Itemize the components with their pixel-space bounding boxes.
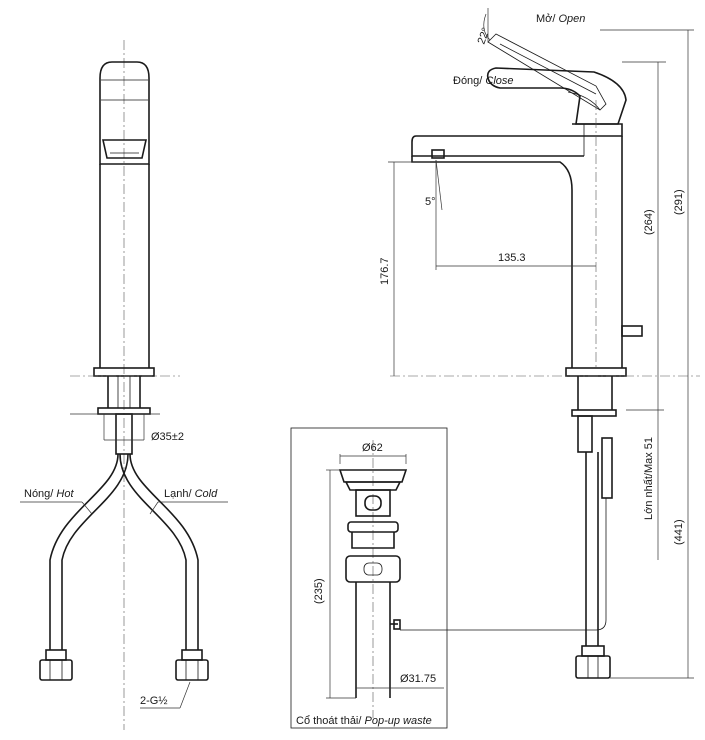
lever-open-line <box>499 43 597 95</box>
lever-open <box>487 33 607 111</box>
waste-cap <box>338 469 408 483</box>
hot-label: Nóng/ Hot <box>24 488 74 500</box>
aerator-tip <box>431 149 445 159</box>
fitting-cold-nut <box>175 659 209 681</box>
waste-length-label: (235) <box>313 578 325 604</box>
waste-nut-window <box>363 562 383 576</box>
fitting-hot-neck <box>45 649 67 661</box>
popup-rod-clamp <box>601 437 613 499</box>
spout-bottom <box>411 156 573 368</box>
reach-label: 135.3 <box>498 252 526 264</box>
thread-leader <box>179 681 191 709</box>
cold-label: Lạnh/ Cold <box>164 488 218 500</box>
side-view: 22° Mở/ Open Đóng/ Close <box>379 8 700 679</box>
angle-spout-line <box>435 159 443 211</box>
spout-top <box>411 123 623 157</box>
hose-hot-inner <box>61 453 129 650</box>
front-view: Ø35±2 Nóng/ Hot Lạnh/ Cold 2-G½ <box>20 40 228 730</box>
angle-spout-label: 5° <box>425 196 436 208</box>
waste-frame <box>290 427 448 729</box>
popup-knob <box>621 325 643 337</box>
hose-cold-outer <box>129 453 199 650</box>
height-264-label: (264) <box>643 209 655 235</box>
open-label: Mở/ Open <box>536 13 585 25</box>
waste-pipe-dia-label: Ø31.75 <box>400 673 436 685</box>
waste-flange <box>344 481 402 491</box>
below-deck-label: (441) <box>673 519 685 545</box>
spout-height-label: 176.7 <box>379 257 391 285</box>
waste-upper-body <box>355 489 391 517</box>
side-nut <box>571 409 617 417</box>
hot-leader <box>81 501 93 515</box>
side-fitting-nut <box>575 655 611 679</box>
max-deck-label: Lớn nhất/Max 51 <box>643 437 655 520</box>
side-base <box>565 367 627 377</box>
hose-hot-outer <box>49 453 119 650</box>
waste-label: Cổ thoát thải/ Pop-up waste <box>296 715 432 727</box>
side-fitting-neck <box>581 645 605 657</box>
thread-label: 2-G½ <box>140 695 168 707</box>
pivot-nut <box>393 619 401 630</box>
lever-closed-detail <box>567 91 601 111</box>
front-aerator <box>102 139 147 159</box>
cold-leader <box>149 501 159 515</box>
waste-nut <box>345 555 401 583</box>
popup-waste-view: Ø62 (235) Ø31.75 Cổ thoát thải/ Pop-up w… <box>290 427 448 729</box>
waste-neck <box>351 532 395 549</box>
waste-gasket <box>347 521 399 533</box>
hose-cold-inner <box>119 453 187 650</box>
front-lever <box>99 61 150 165</box>
hole-dia-label: Ø35±2 <box>151 431 184 443</box>
close-label: Đóng/ Close <box>453 75 514 87</box>
height-291-label: (291) <box>673 189 685 215</box>
popup-link-rod <box>400 619 607 631</box>
fitting-cold-neck <box>181 649 203 661</box>
fitting-hot-nut <box>39 659 73 681</box>
waste-top-dia-label: Ø62 <box>362 442 383 454</box>
waste-slot <box>364 495 382 511</box>
angle-open-arc <box>483 13 491 41</box>
side-stud <box>577 415 593 453</box>
